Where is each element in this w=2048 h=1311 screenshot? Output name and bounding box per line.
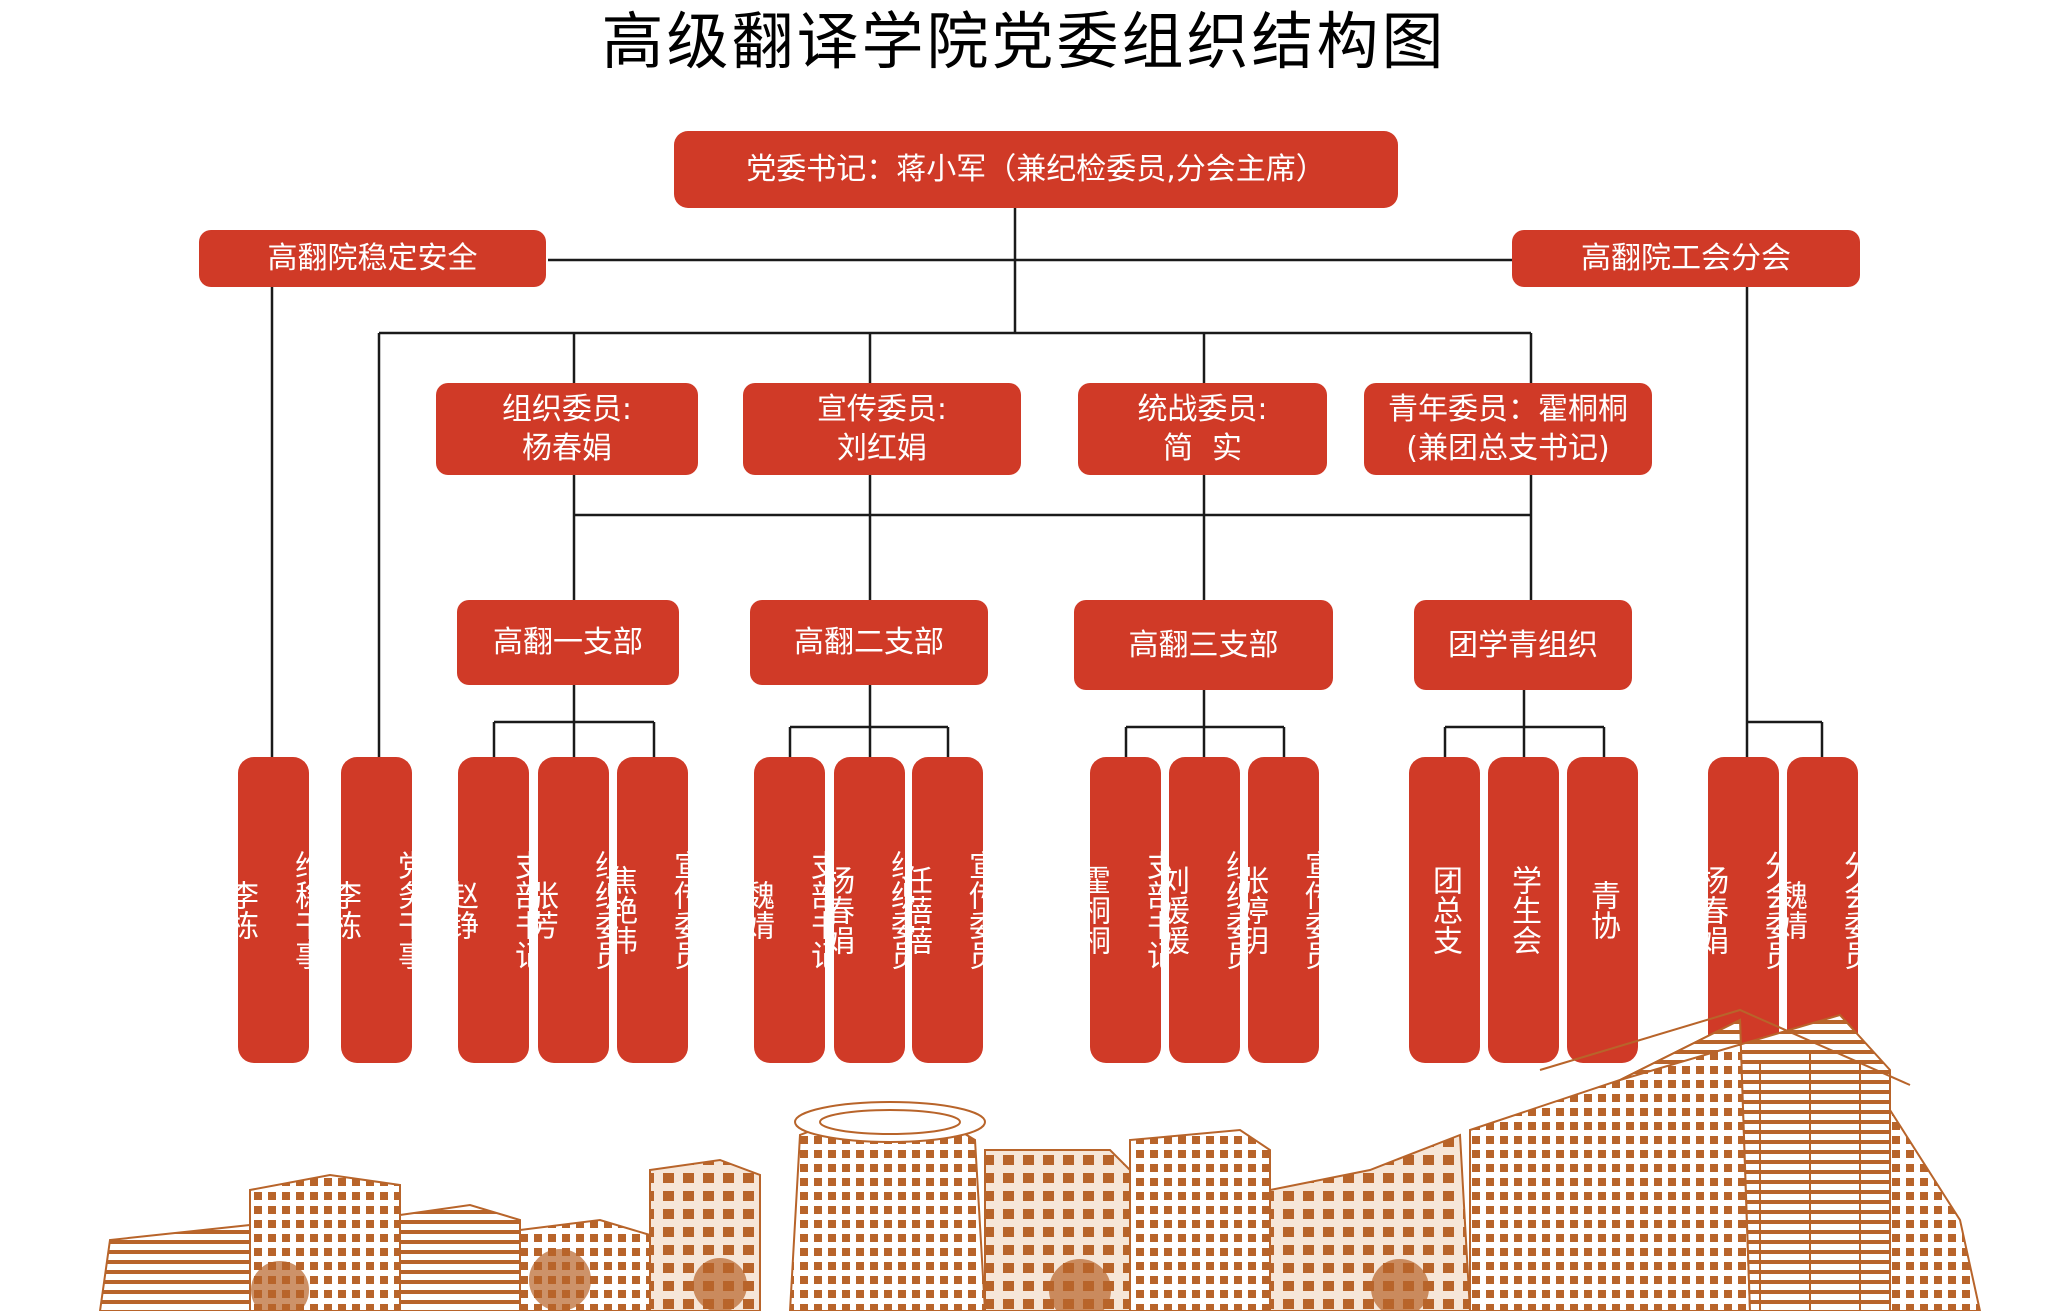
student-union-box: 学生会 xyxy=(1488,757,1559,1063)
branch-2-box: 高翻二支部 xyxy=(750,600,988,685)
youth-organization-box: 团学青组织 xyxy=(1414,600,1632,690)
publicity-committee-box: 宣传委员: 刘红娟 xyxy=(743,383,1021,475)
branch-1-organization-box: 组织委员 张芳 xyxy=(523,757,624,1063)
branch-1-box: 高翻一支部 xyxy=(457,600,679,685)
united-front-committee-box: 统战委员: 简 实 xyxy=(1078,383,1327,475)
chart-title: 高级翻译学院党委组织结构图 xyxy=(601,5,1447,78)
league-branch-box: 团总支 xyxy=(1409,757,1480,1063)
youth-association-box: 青协 xyxy=(1567,757,1638,1063)
youth-committee-box: 青年委员：霍桐桐 (兼团总支书记) xyxy=(1364,383,1652,475)
organization-committee-box: 组织委员: 杨春娟 xyxy=(436,383,698,475)
union-branch-box: 高翻院工会分会 xyxy=(1512,230,1860,287)
branch-3-box: 高翻三支部 xyxy=(1074,600,1333,690)
party-secretary-box: 党委书记：蒋小军（兼纪检委员,分会主席） xyxy=(674,131,1398,208)
stability-security-box: 高翻院稳定安全 xyxy=(199,230,546,287)
